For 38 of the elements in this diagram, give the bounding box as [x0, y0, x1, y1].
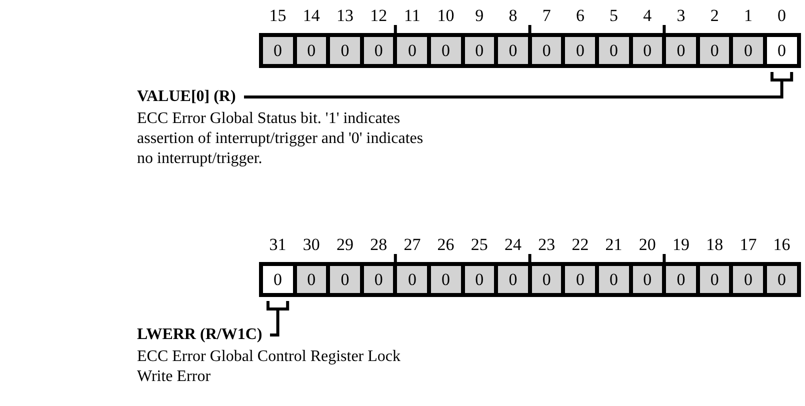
- field-description: ECC Error Global Status bit. '1' indicates assertion of interrupt/trigger and '0' indicates no interrupt/trigger.: [137, 109, 424, 169]
- bit-number: 7: [541, 6, 552, 26]
- bit-number: 28: [369, 235, 388, 255]
- bit-number: 4: [642, 6, 653, 26]
- bit-number: 24: [503, 235, 522, 255]
- bit-number: 10: [436, 6, 456, 26]
- bit-number: 21: [604, 235, 624, 255]
- bit-number: 31: [268, 235, 288, 255]
- bit-number: 30: [302, 235, 321, 255]
- bit-number: 26: [436, 235, 456, 255]
- bit-number: 11: [403, 6, 422, 26]
- bit-number: 12: [369, 6, 388, 26]
- field-name: LWERR (R/W1C): [137, 325, 262, 345]
- bit-number: 19: [671, 235, 690, 255]
- field-name: VALUE[0] (R): [137, 87, 236, 107]
- bit-number: 0: [776, 6, 788, 26]
- bit-number: 18: [705, 235, 724, 255]
- bit-number: 1: [742, 6, 754, 26]
- bit-number: 14: [302, 6, 321, 26]
- bit-number: 6: [574, 6, 586, 26]
- bit-number: 2: [709, 6, 720, 26]
- leader-line: [242, 70, 794, 98]
- bit-number: 22: [570, 235, 590, 255]
- bit-number: 29: [335, 235, 354, 255]
- bit-number: 3: [676, 6, 686, 26]
- bit-number: 16: [772, 235, 792, 255]
- leader-line: [266, 300, 290, 336]
- bit-number: 27: [402, 235, 422, 255]
- bit-number: 9: [474, 6, 485, 26]
- bit-number: 15: [268, 6, 288, 26]
- bit-number: 13: [335, 6, 354, 26]
- bit-number: 25: [470, 235, 489, 255]
- bit-number: 20: [638, 235, 657, 255]
- bit-number: 17: [738, 235, 758, 255]
- field-description: ECC Error Global Control Register Lock Write Error: [137, 347, 402, 387]
- bit-number: 23: [537, 235, 556, 255]
- bit-number: 5: [608, 6, 620, 26]
- bit-number: 8: [508, 6, 518, 26]
